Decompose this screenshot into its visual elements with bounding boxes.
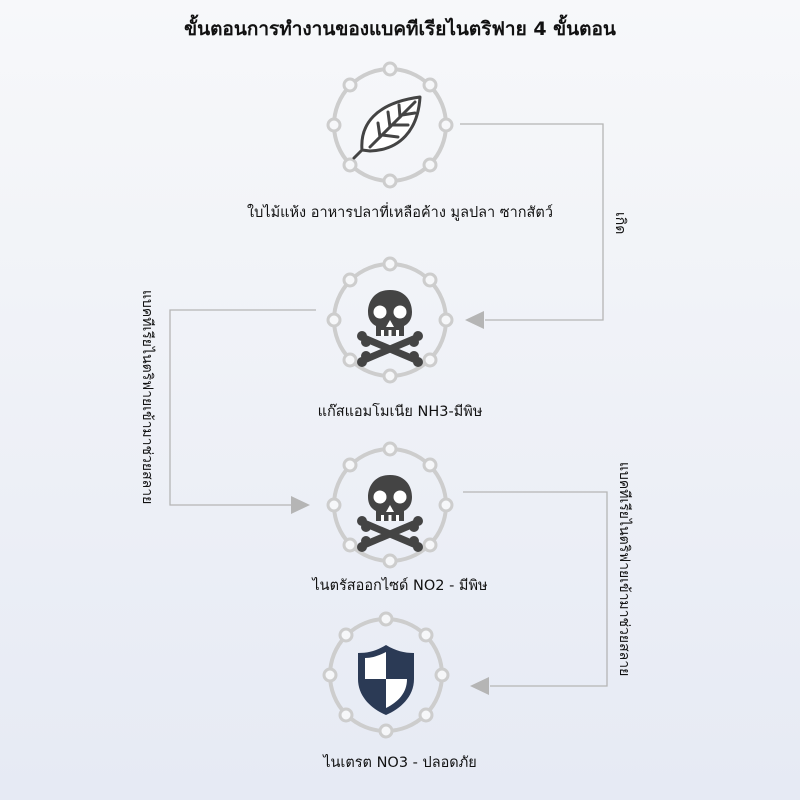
node-label-3: ไนตรัสออกไซด์ NO2 - มีพิษ bbox=[312, 578, 488, 594]
shield-icon bbox=[358, 645, 414, 715]
skull-crossbones-icon bbox=[357, 475, 423, 552]
node-label-2: แก๊สแอมโมเนีย NH3-มีพิษ bbox=[317, 404, 483, 420]
node-nitrate bbox=[316, 605, 456, 745]
connector-line-3 bbox=[463, 491, 608, 687]
skull-crossbones-icon bbox=[357, 290, 423, 367]
connector-text-3: แบคทีเรียไนตริฟายเข้ามาช่วยสลาย bbox=[616, 462, 632, 677]
connector-text-2: แบคทีเรียไนตริฟายเข้ามาช่วยสลาย bbox=[139, 290, 155, 505]
connector-line-1 bbox=[460, 123, 604, 321]
node-ammonia bbox=[320, 250, 460, 390]
node-label-4: ไนเตรต NO3 - ปลอดภัย bbox=[323, 755, 477, 771]
node-label-1: ใบไม้แห้ง อาหารปลาที่เหลือค้าง มูลปลา ซา… bbox=[247, 205, 553, 221]
leaf-icon bbox=[352, 95, 422, 160]
arrow-head-3 bbox=[470, 677, 489, 695]
ring-dots bbox=[326, 61, 454, 189]
page-title: ขั้นตอนการทำงานของแบคทีเรียไนตริฟาย 4 ขั… bbox=[184, 18, 616, 40]
connector-line-2 bbox=[169, 309, 316, 506]
node-nitrite bbox=[320, 435, 460, 575]
arrow-head-2 bbox=[291, 496, 310, 514]
node-leaf bbox=[320, 55, 460, 195]
connector-text-1: เกิด bbox=[612, 212, 628, 235]
arrow-head-1 bbox=[465, 311, 484, 329]
